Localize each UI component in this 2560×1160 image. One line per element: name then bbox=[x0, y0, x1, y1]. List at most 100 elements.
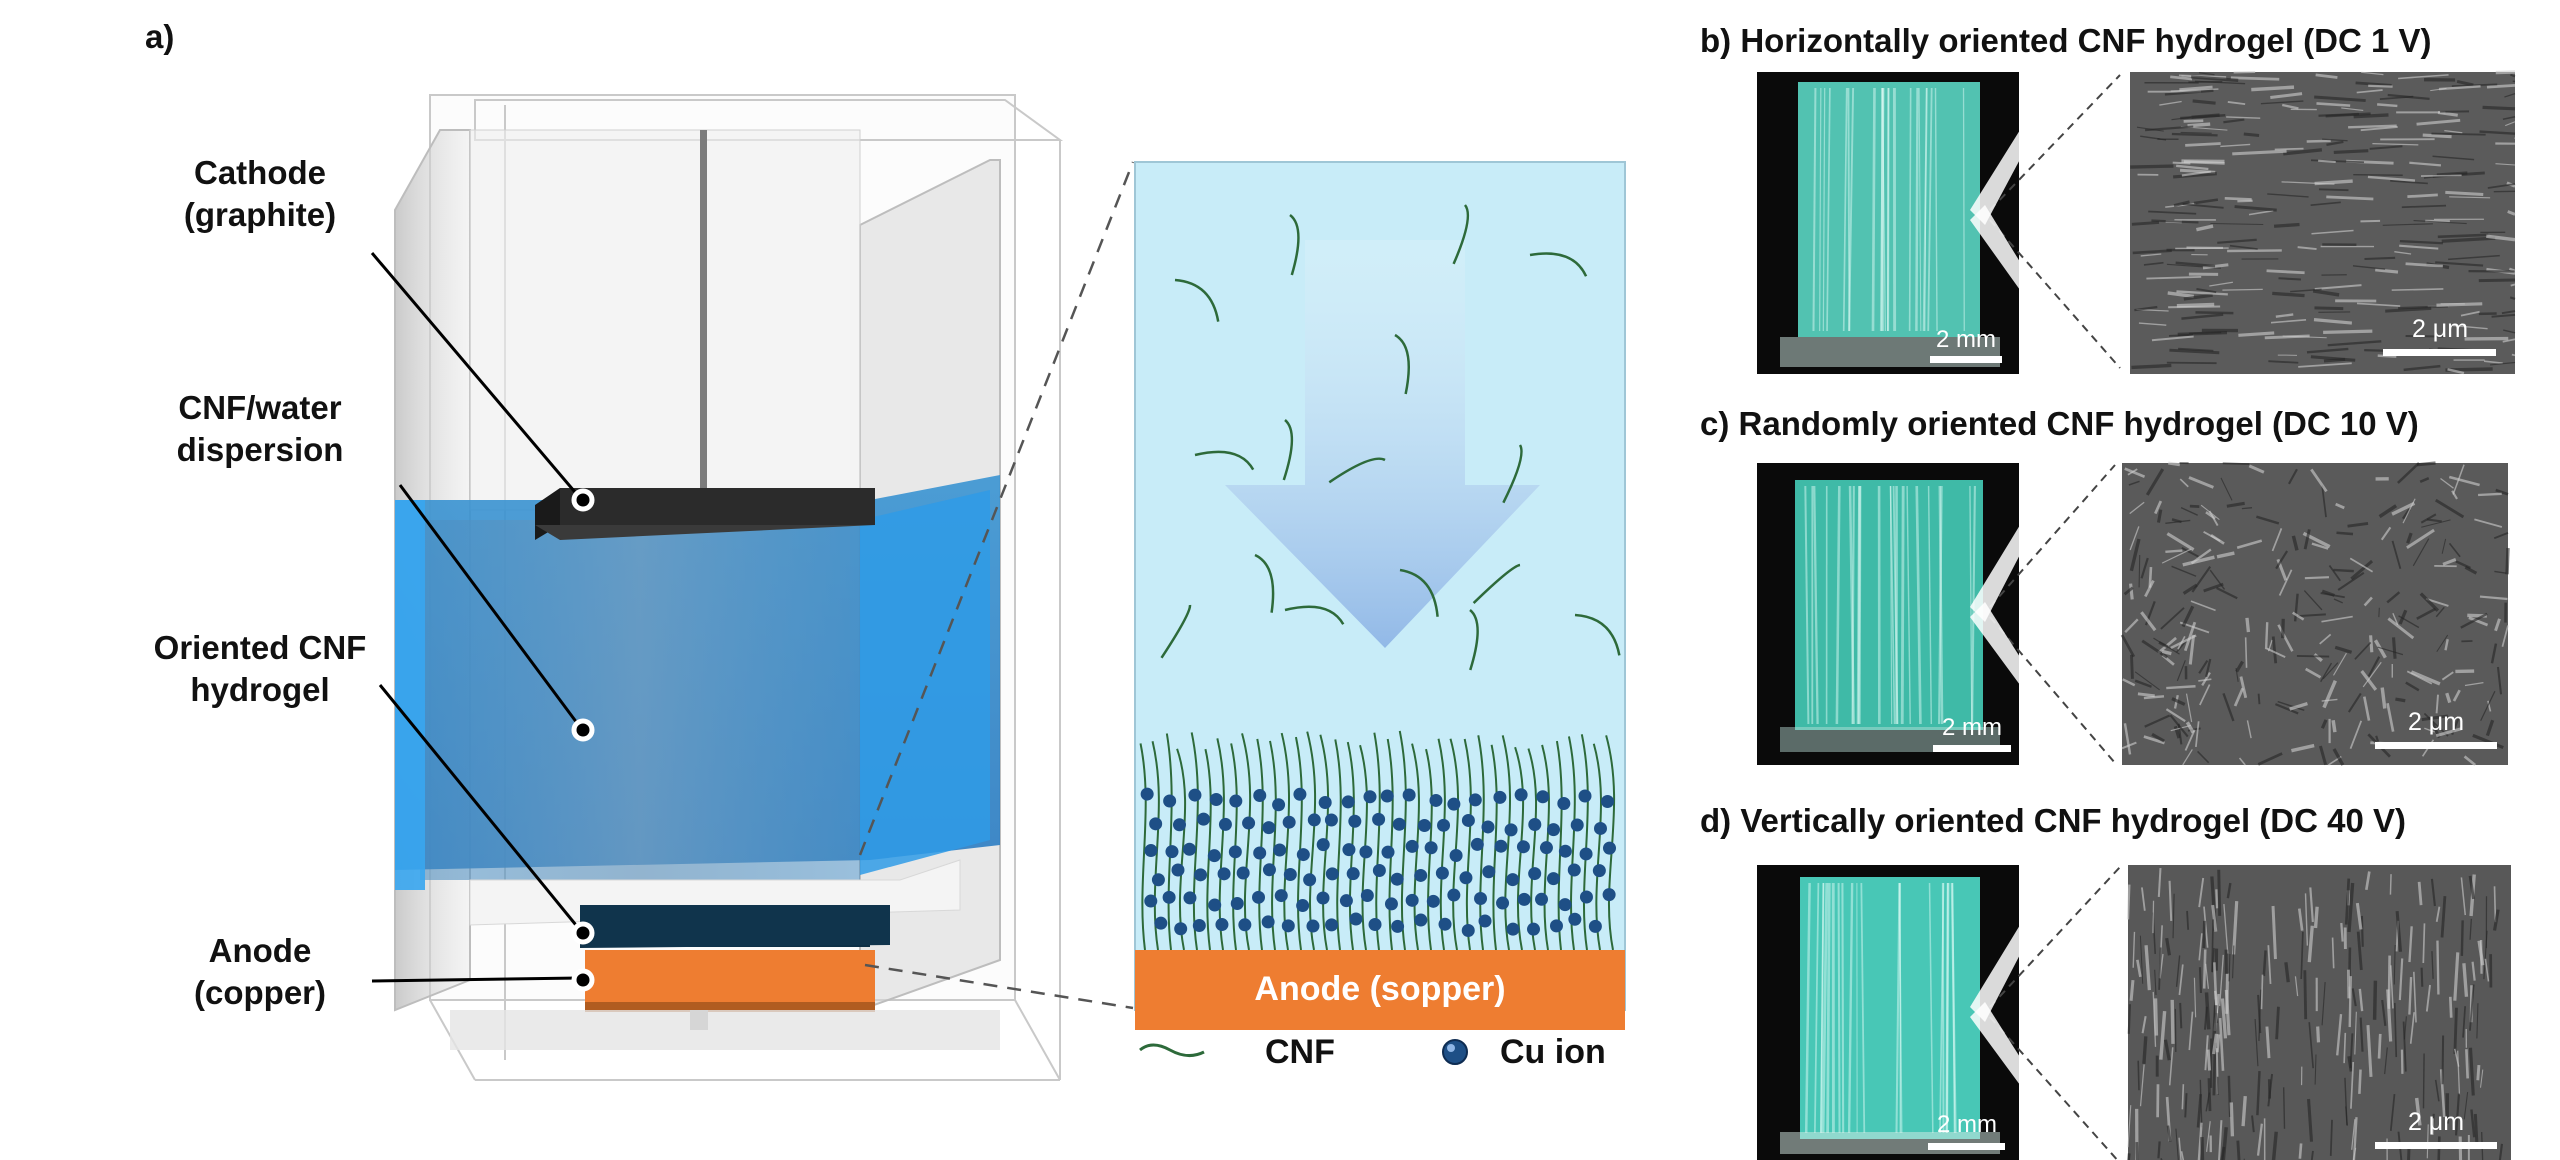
sem-fiber bbox=[2163, 1039, 2171, 1061]
photo-streak bbox=[1938, 485, 1943, 725]
cu-ion bbox=[1384, 897, 1398, 911]
sem-fiber bbox=[2216, 1076, 2220, 1095]
sem-fiber bbox=[2185, 693, 2193, 723]
cnf-fiber bbox=[1254, 553, 1275, 613]
sem-fiber bbox=[2169, 714, 2189, 738]
sem-fiber bbox=[2484, 958, 2490, 982]
sem-fiber bbox=[2356, 89, 2383, 94]
sem-fiber bbox=[2303, 970, 2308, 1020]
sem-fiber bbox=[2463, 1091, 2469, 1120]
sem-fiber bbox=[2395, 697, 2406, 703]
sem-fiber bbox=[2422, 133, 2452, 139]
sem-fiber bbox=[2329, 1119, 2333, 1156]
sem-fiber bbox=[2198, 933, 2203, 961]
sem-fiber bbox=[2312, 289, 2340, 297]
sem-fiber bbox=[2457, 1050, 2461, 1095]
zoom-connector bbox=[858, 161, 1135, 1010]
sem-fiber bbox=[2235, 660, 2244, 673]
sem-fiber bbox=[2460, 310, 2480, 317]
sem-fiber bbox=[2129, 501, 2145, 515]
big-arrow bbox=[1225, 240, 1540, 648]
sem-fiber bbox=[2161, 548, 2192, 564]
cu-ion bbox=[1481, 820, 1495, 834]
sem-fiber bbox=[2441, 671, 2454, 681]
sem-fiber bbox=[2122, 678, 2136, 687]
sem-fiber bbox=[2180, 1151, 2185, 1160]
sem-fiber bbox=[2363, 596, 2373, 607]
sem-fiber bbox=[2311, 542, 2329, 550]
sem-fiber bbox=[2271, 905, 2277, 960]
sem-fiber bbox=[2354, 1011, 2357, 1055]
sem-fiber bbox=[2164, 89, 2214, 96]
sem-fiber bbox=[2366, 1025, 2373, 1077]
sem-fiber bbox=[2463, 755, 2477, 767]
sem-fiber bbox=[2320, 662, 2333, 683]
sem-fiber bbox=[2218, 1018, 2225, 1071]
cu-ion bbox=[1528, 867, 1542, 881]
sem-fiber bbox=[2452, 689, 2461, 702]
photo-streak bbox=[1915, 87, 1919, 332]
sem-fiber bbox=[2297, 908, 2304, 931]
sem-fiber bbox=[2139, 935, 2144, 984]
sem-fiber bbox=[2336, 531, 2354, 536]
sem-fiber bbox=[2175, 1128, 2179, 1160]
sem-fiber bbox=[2358, 1069, 2362, 1094]
sem-fiber bbox=[2420, 967, 2424, 987]
sem-fiber bbox=[2456, 79, 2474, 87]
sem-fiber bbox=[2476, 1064, 2481, 1081]
legend: CNF Cu ion bbox=[1139, 1033, 1606, 1071]
sem-fiber bbox=[2426, 1124, 2429, 1159]
sem-fiber bbox=[2309, 887, 2314, 923]
sem-fiber bbox=[2173, 172, 2217, 179]
sem-fiber bbox=[2175, 955, 2181, 987]
sem-fiber bbox=[2129, 526, 2140, 551]
cu-ion bbox=[1496, 896, 1510, 910]
sem-fiber bbox=[2314, 284, 2362, 290]
cu-ion bbox=[1296, 899, 1310, 913]
sem-fiber bbox=[2198, 659, 2209, 674]
sem-fiber bbox=[2223, 118, 2245, 124]
sem-fiber bbox=[2176, 302, 2215, 308]
sem-fiber bbox=[2494, 618, 2501, 632]
sem-fiber bbox=[2203, 1006, 2208, 1030]
label-anode: Anode (copper) bbox=[194, 932, 326, 1011]
cu-ion bbox=[1341, 795, 1355, 809]
sem-fiber bbox=[2216, 551, 2235, 559]
sem-fiber bbox=[2204, 1035, 2209, 1071]
photo-streak bbox=[1851, 485, 1855, 725]
sem-fiber bbox=[2444, 129, 2463, 134]
sem-fiber bbox=[2182, 749, 2193, 766]
cnf-fiber-oriented bbox=[1580, 734, 1589, 951]
cu-ion bbox=[1140, 787, 1154, 801]
photo-streak bbox=[1892, 485, 1899, 725]
sem-fiber bbox=[2126, 884, 2131, 920]
sem-fiber bbox=[2412, 538, 2430, 567]
sem-fiber bbox=[2355, 81, 2392, 87]
cnf-fiber bbox=[1284, 605, 1345, 625]
sem-fiber bbox=[2204, 992, 2211, 1030]
sem-fiber bbox=[2401, 204, 2447, 209]
sem-fiber bbox=[2493, 532, 2509, 540]
sem-fiber bbox=[2505, 121, 2516, 127]
sem-fiber bbox=[2333, 568, 2354, 573]
sem-scale-label: 2 μm bbox=[2408, 708, 2464, 736]
sem-fiber bbox=[2188, 1011, 2194, 1051]
sem-fiber bbox=[2281, 181, 2335, 185]
sem-fiber bbox=[2182, 583, 2198, 595]
sem-fiber bbox=[2416, 118, 2461, 126]
cu-ion bbox=[1229, 794, 1243, 808]
sem-fiber bbox=[2187, 122, 2211, 128]
sem-fiber bbox=[2321, 981, 2326, 1026]
sem-fiber bbox=[2345, 1106, 2348, 1126]
sem-fiber bbox=[2510, 283, 2516, 287]
cu-ion bbox=[1449, 849, 1463, 863]
sem-fiber bbox=[2333, 598, 2343, 604]
cnf-fiber bbox=[1289, 214, 1300, 276]
sem-fiber bbox=[2486, 83, 2516, 89]
photo-streak bbox=[1881, 87, 1886, 332]
sem-fiber bbox=[2409, 161, 2442, 167]
sem-fiber bbox=[2281, 618, 2285, 639]
sem-fiber bbox=[2304, 576, 2330, 580]
sem-fiber bbox=[2313, 317, 2353, 325]
sem-fiber bbox=[2199, 684, 2211, 706]
